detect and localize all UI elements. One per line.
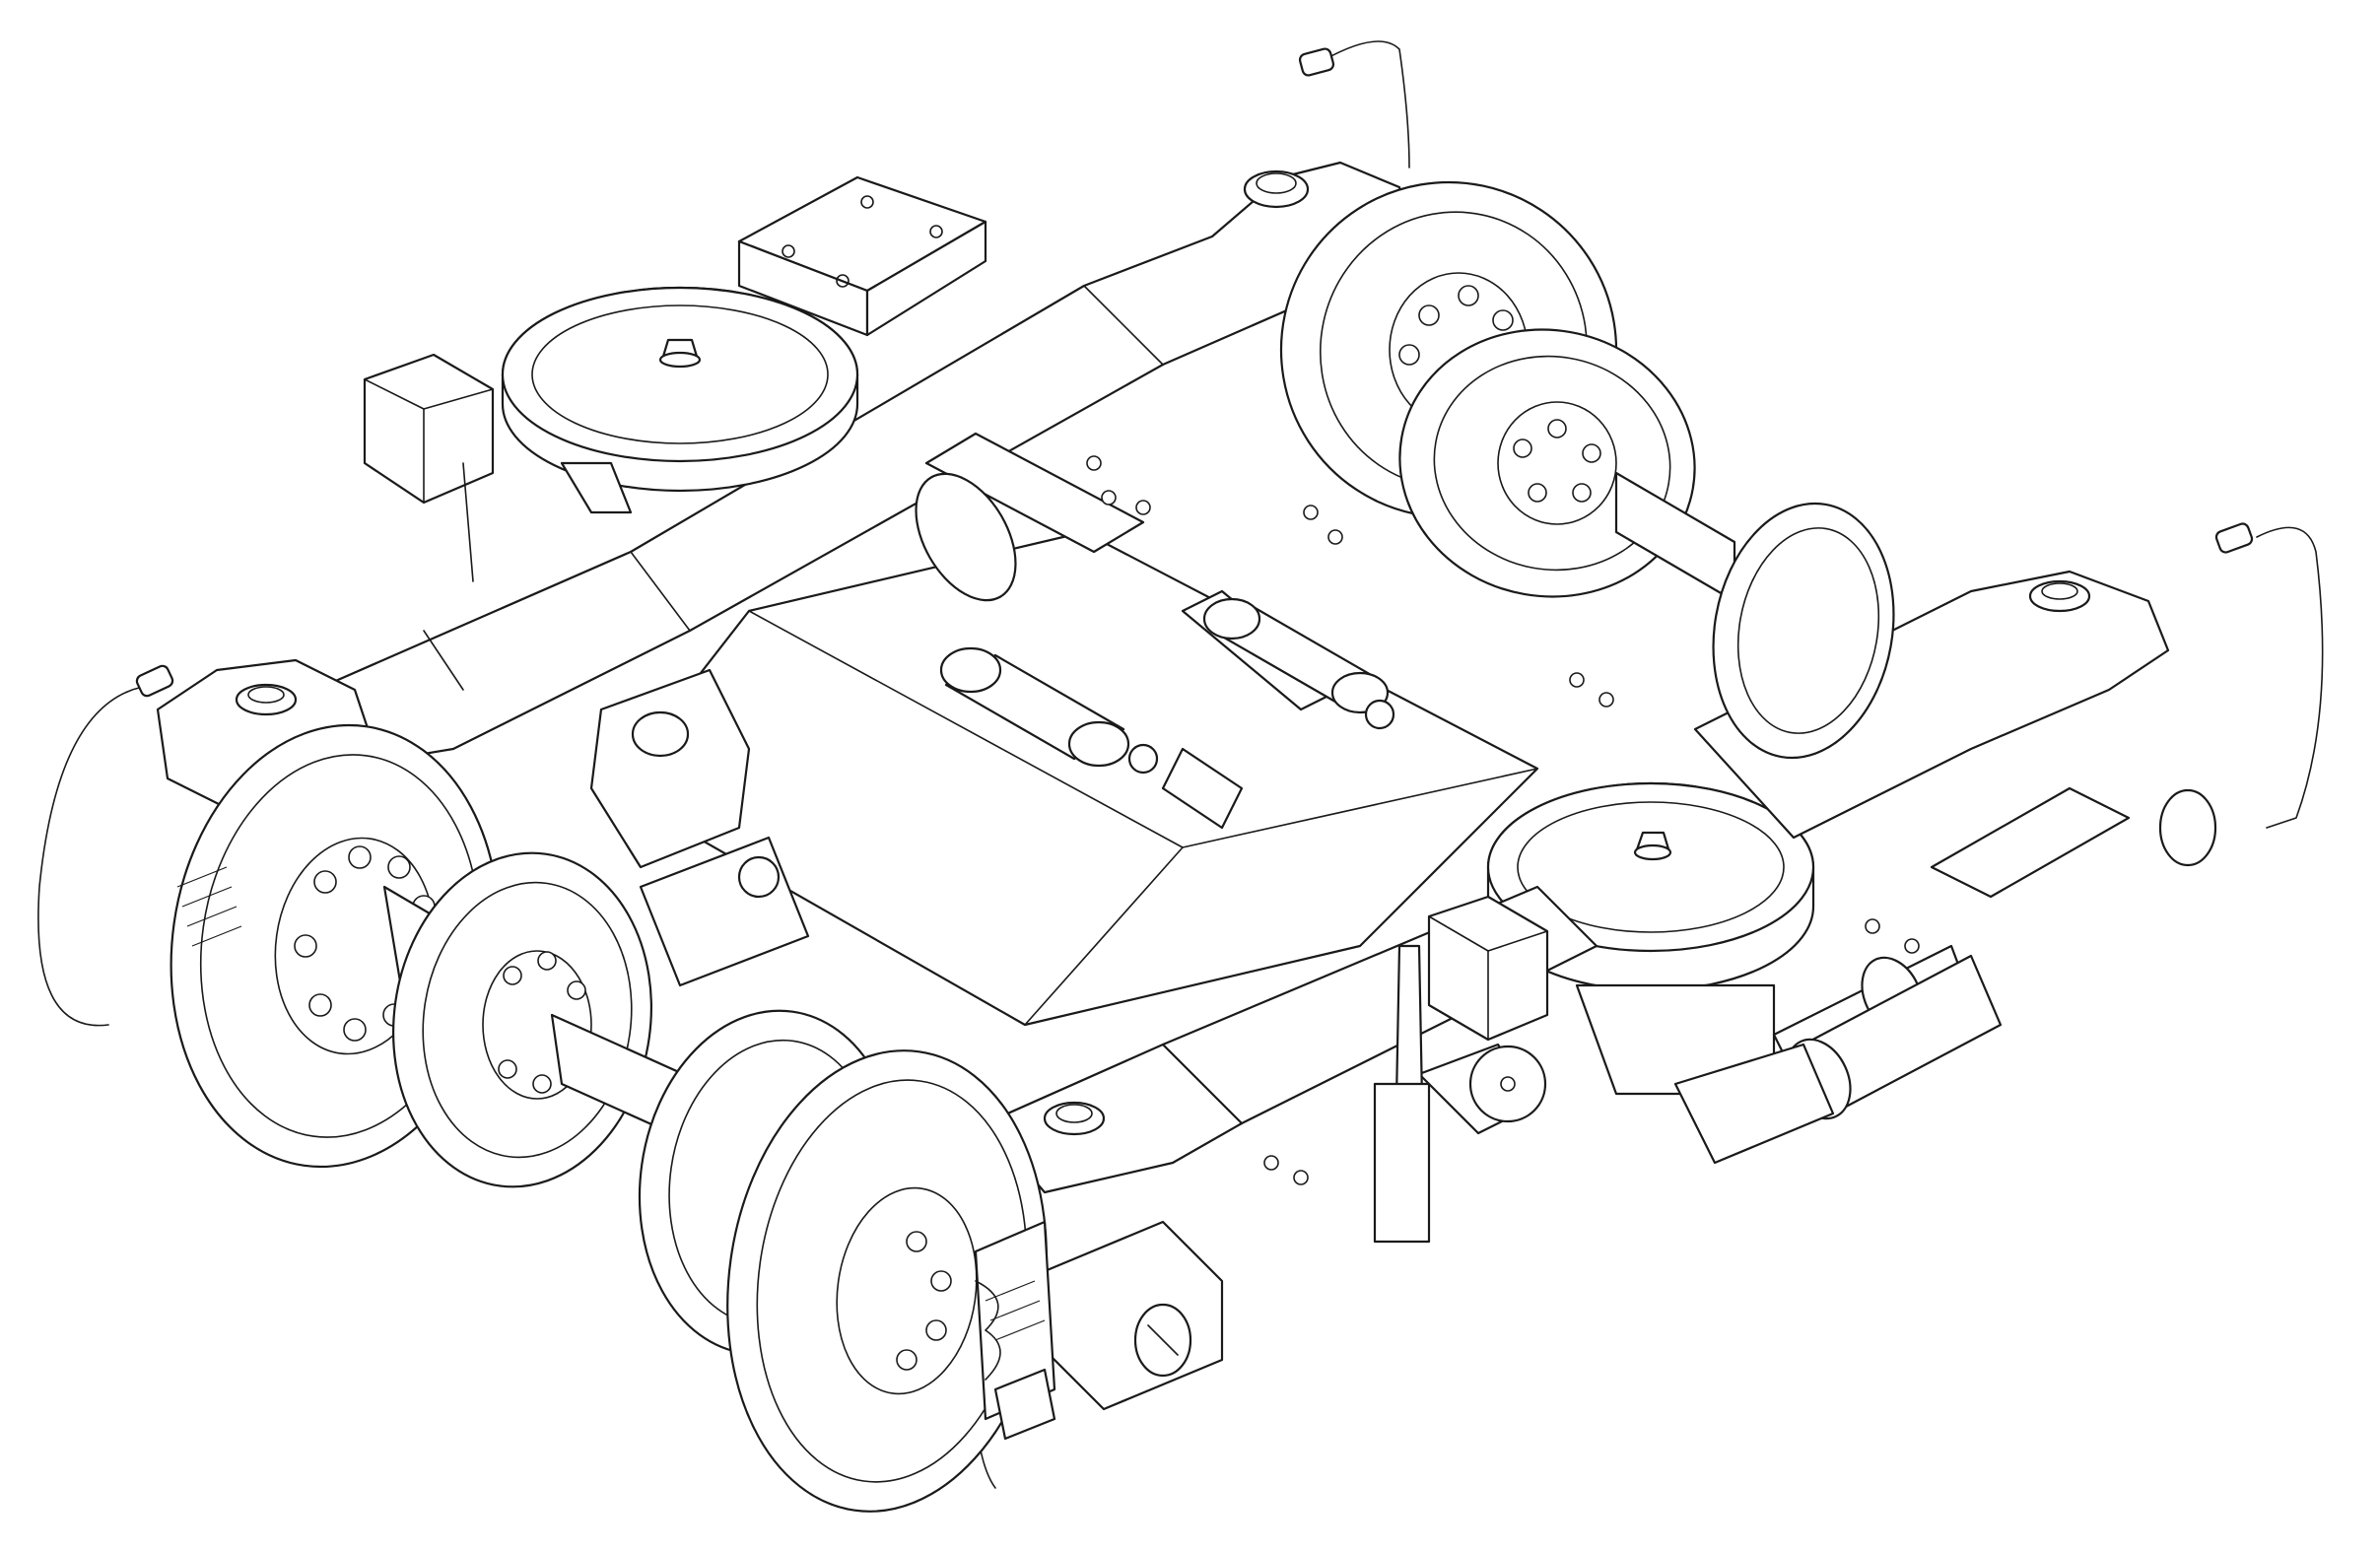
left-brake-unit bbox=[589, 668, 810, 987]
brake-cylinders bbox=[939, 597, 1395, 775]
top-mounting-plate bbox=[737, 175, 987, 337]
rear-right-wheelset bbox=[1712, 502, 1895, 760]
left-sensor-box bbox=[363, 353, 495, 582]
near-bottom-wheelset bbox=[638, 1009, 1048, 1513]
vertical-damper bbox=[1373, 944, 1431, 1244]
near-axle-box bbox=[974, 1220, 1224, 1441]
left-air-spring bbox=[501, 286, 859, 514]
detail-bolts bbox=[176, 455, 1920, 1341]
far-side-frame bbox=[313, 161, 1411, 771]
sensor-cables bbox=[37, 40, 2324, 1489]
front-right-wheelset bbox=[1398, 328, 1736, 603]
traction-damper bbox=[1417, 954, 2003, 1165]
right-sensor-box bbox=[1427, 895, 1549, 1042]
